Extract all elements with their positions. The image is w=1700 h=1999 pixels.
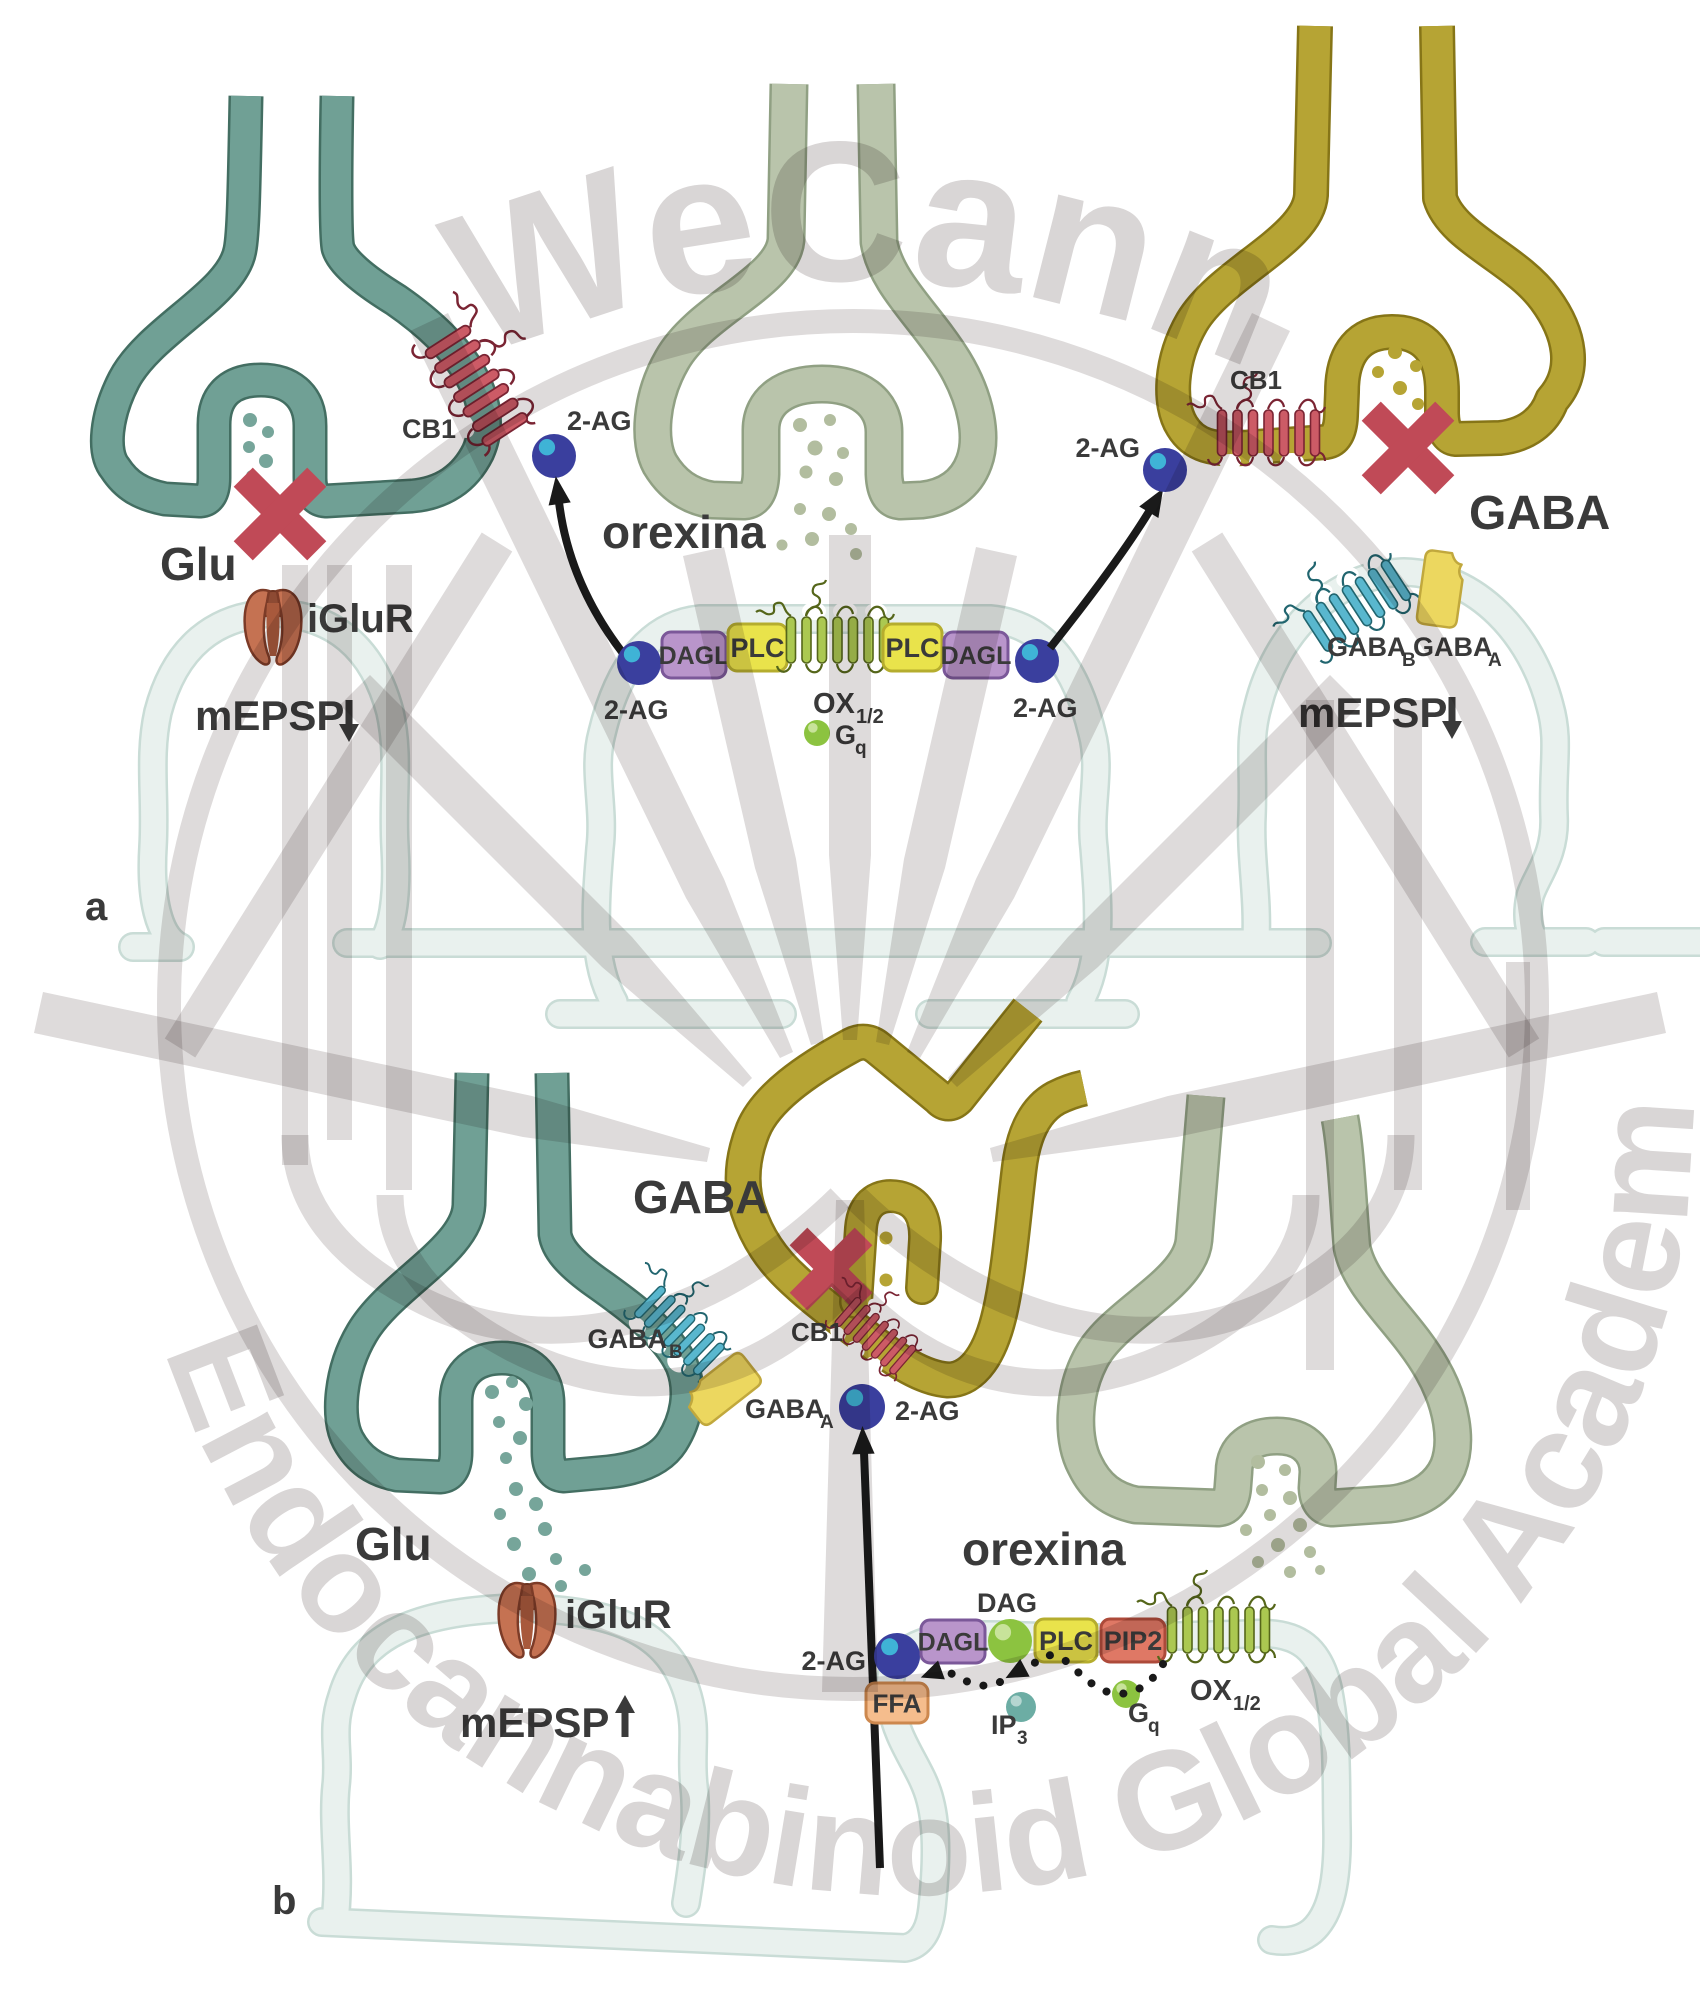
svg-text:Glu: Glu	[160, 538, 237, 590]
svg-text:A: A	[1488, 650, 1502, 671]
svg-text:CB1: CB1	[402, 414, 456, 444]
svg-text:3: 3	[1017, 1728, 1028, 1749]
svg-text:2-AG: 2-AG	[1075, 433, 1140, 463]
svg-text:GABA: GABA	[1469, 487, 1610, 540]
svg-text:G: G	[1128, 1698, 1149, 1728]
svg-text:orexina: orexina	[962, 1523, 1126, 1575]
svg-text:IP: IP	[991, 1710, 1017, 1740]
svg-text:2-AG: 2-AG	[895, 1396, 960, 1426]
svg-text:DAG: DAG	[977, 1588, 1037, 1618]
svg-text:GABA: GABA	[633, 1171, 768, 1223]
svg-text:GABA: GABA	[1327, 632, 1407, 662]
svg-text:PLC: PLC	[886, 633, 940, 663]
svg-text:mEPSP: mEPSP	[460, 1699, 609, 1746]
svg-text:B: B	[1402, 650, 1416, 671]
svg-text:orexina: orexina	[602, 506, 766, 558]
svg-text:GABA: GABA	[745, 1394, 825, 1424]
svg-text:OX: OX	[1190, 1675, 1233, 1707]
svg-text:a: a	[85, 885, 108, 929]
svg-text:b: b	[272, 1879, 296, 1923]
svg-text:B: B	[669, 1342, 683, 1363]
svg-text:DAGL: DAGL	[918, 1629, 989, 1657]
svg-text:q: q	[1148, 1716, 1160, 1737]
svg-text:2-AG: 2-AG	[567, 406, 632, 436]
svg-text:1/2: 1/2	[1233, 1693, 1261, 1715]
